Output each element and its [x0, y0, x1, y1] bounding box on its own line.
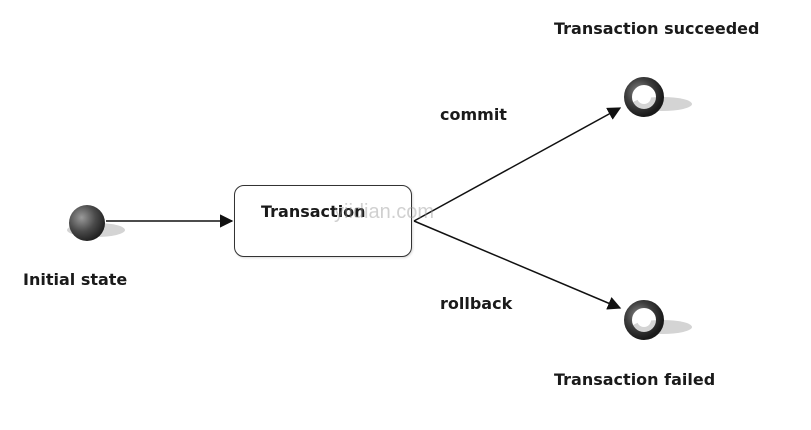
transaction-label: Transaction — [261, 202, 366, 221]
final-state-succeeded-node — [624, 77, 692, 117]
initial-state-node — [67, 205, 125, 241]
initial-state-label: Initial state — [23, 270, 128, 289]
succeeded-node-ring — [624, 77, 664, 117]
succeeded-node-center — [637, 90, 651, 104]
commit-label: commit — [440, 105, 507, 124]
rollback-label: rollback — [440, 294, 513, 313]
arrow-commit — [413, 107, 622, 222]
failed-node-center — [637, 313, 651, 327]
failed-label: Transaction failed — [554, 370, 716, 389]
succeeded-label: Transaction succeeded — [554, 19, 760, 38]
final-state-failed-node — [624, 300, 692, 340]
failed-node-ring — [624, 300, 664, 340]
watermark-text: yiidian.com — [334, 201, 435, 223]
initial-state-circle — [69, 205, 105, 241]
transaction-state-box: Transaction — [234, 185, 412, 257]
arrow-rollback — [413, 220, 622, 310]
